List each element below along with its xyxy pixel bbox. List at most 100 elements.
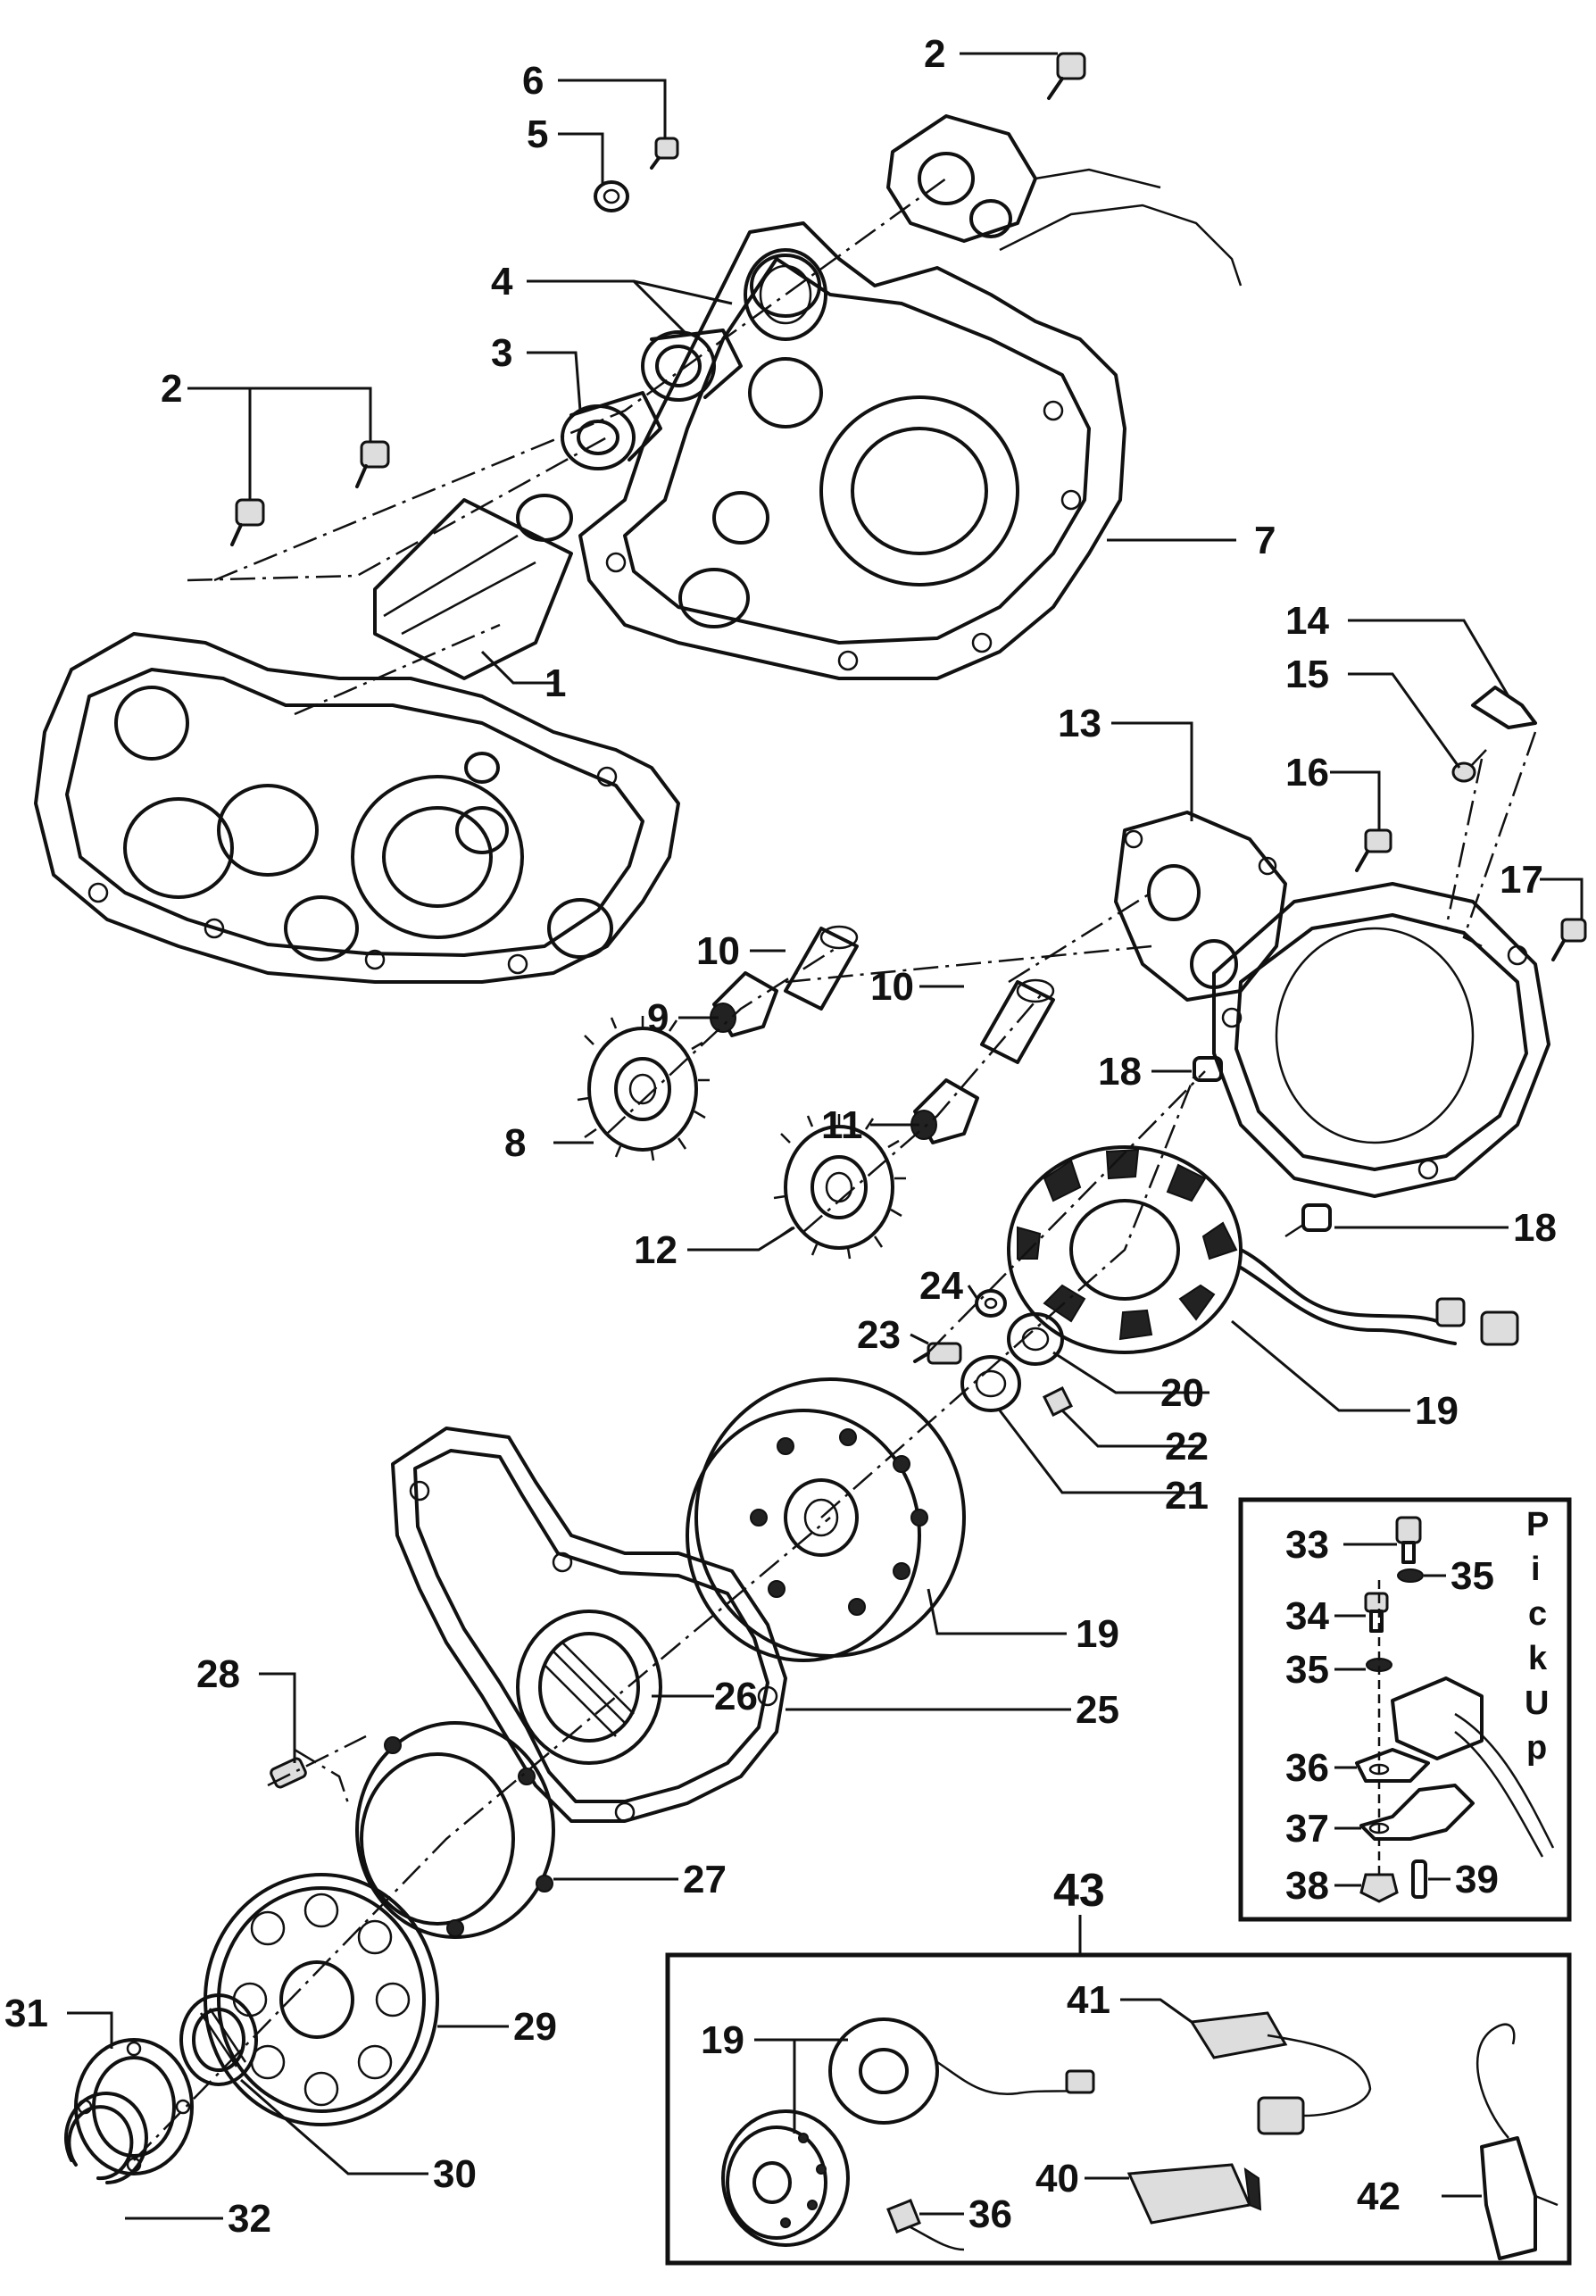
- label-30: 30: [433, 2152, 477, 2196]
- label-34: 34: [1285, 1594, 1329, 1638]
- pickup-letter: U: [1525, 1685, 1549, 1722]
- label-35-top: 35: [1451, 1554, 1494, 1598]
- screw-28: [270, 1757, 307, 1789]
- label-10-right: 10: [870, 965, 914, 1009]
- screw-17: [1551, 918, 1587, 961]
- label-29: 29: [513, 2005, 557, 2049]
- circlip-32: [64, 2092, 148, 2184]
- label-32: 32: [228, 2197, 271, 2241]
- screw-16: [1355, 828, 1392, 872]
- label-5: 5: [527, 112, 548, 156]
- kit-stator: [828, 2017, 1095, 2125]
- label-12: 12: [634, 1228, 677, 1272]
- label-40: 40: [1035, 2157, 1079, 2200]
- pickup-nut-38: [1359, 1873, 1399, 1903]
- label-17: 17: [1500, 858, 1543, 902]
- needle-bearing-11: [910, 1078, 979, 1144]
- screw-2-pair: [230, 440, 390, 546]
- part-labels: 2 6 5 4 3 2 7 1 14 15 13 16 17 10 10 9 1…: [4, 32, 1557, 2241]
- kit-pickup-36: [886, 2199, 965, 2251]
- pickup-letter: P: [1526, 1506, 1549, 1543]
- label-2-left: 2: [161, 367, 182, 411]
- flywheel-rotor-19: [686, 1377, 966, 1662]
- pickup-screw-33: [1395, 1516, 1422, 1564]
- pickup-dowel-39: [1411, 1859, 1427, 1899]
- label-13: 13: [1058, 702, 1101, 745]
- stator-19: [1007, 1145, 1519, 1354]
- shaft-10-right: [980, 978, 1055, 1064]
- label-43: 43: [1053, 1865, 1105, 1917]
- bearing-4: [641, 254, 821, 402]
- label-38: 38: [1285, 1864, 1329, 1908]
- bearing-26: [516, 1610, 662, 1765]
- pickup-detail-box: [1238, 1497, 1572, 1922]
- label-3: 3: [491, 331, 512, 375]
- gasket-25: [391, 1427, 787, 1823]
- crankcase-right-half: [578, 204, 1243, 680]
- label-8: 8: [504, 1121, 526, 1165]
- leader-lines: [67, 52, 1584, 2220]
- pickup-letter: i: [1531, 1551, 1541, 1588]
- label-7: 7: [1254, 519, 1276, 562]
- label-6: 6: [522, 59, 544, 103]
- label-37: 37: [1285, 1807, 1329, 1851]
- label-25: 25: [1076, 1688, 1119, 1732]
- assembly-centerlines: [133, 177, 1537, 2161]
- label-11: 11: [821, 1103, 863, 1147]
- label-23: 23: [857, 1313, 901, 1357]
- pickup-bracket-36: [1355, 1748, 1430, 1783]
- label-42: 42: [1357, 2175, 1401, 2218]
- gear-8: [577, 1016, 710, 1161]
- label-10-left: 10: [696, 929, 740, 973]
- label-41: 41: [1067, 1978, 1110, 2022]
- plug-6: [650, 137, 679, 170]
- screw-2-top: [1047, 52, 1086, 100]
- needle-bearing-30: [179, 1993, 258, 2086]
- pickup-letter: c: [1528, 1595, 1547, 1633]
- cable-clip-14: [1471, 686, 1537, 729]
- label-19-kit: 19: [701, 2018, 744, 2062]
- label-28: 28: [196, 1652, 240, 1696]
- kit-box-43: [665, 1952, 1572, 2266]
- kit-cdi-40: [1126, 2163, 1262, 2225]
- washer-24: [975, 1289, 1007, 1318]
- label-22: 22: [1165, 1425, 1209, 1468]
- pickup-washer-35-top: [1397, 1568, 1424, 1583]
- crankcase-left-half: [34, 632, 680, 984]
- washer-21: [960, 1355, 1021, 1412]
- label-24: 24: [919, 1264, 963, 1308]
- label-26: 26: [714, 1675, 758, 1718]
- ignition-cover: [1212, 882, 1550, 1198]
- pickup-sensor-body: [1391, 1676, 1555, 1858]
- pickup-letter: p: [1526, 1729, 1547, 1767]
- label-27: 27: [683, 1858, 727, 1901]
- label-18-lower: 18: [1513, 1206, 1557, 1250]
- kit-ignition-coil-42: [1476, 2023, 1559, 2260]
- label-16: 16: [1285, 751, 1329, 794]
- kit-regulator-41: [1189, 2011, 1372, 2135]
- needle-bearing-9: [710, 971, 778, 1037]
- shaft-10-left: [784, 925, 859, 1011]
- key-22: [1042, 1385, 1074, 1418]
- pickup-screw-34: [1364, 1592, 1389, 1633]
- top-bearing-cover: [886, 114, 1161, 243]
- bearing-cover-13: [1114, 811, 1287, 1002]
- label-18-upper: 18: [1098, 1050, 1142, 1094]
- label-36-pickup: 36: [1285, 1746, 1329, 1790]
- dowel-18-lower: [1284, 1203, 1332, 1238]
- label-35: 35: [1285, 1648, 1329, 1692]
- label-15: 15: [1285, 653, 1329, 696]
- label-31: 31: [4, 1992, 48, 2035]
- starter-motor: [373, 494, 573, 680]
- housing-27: [355, 1721, 555, 1939]
- nut-20: [1007, 1312, 1064, 1366]
- washer-5: [594, 180, 629, 212]
- label-14: 14: [1285, 599, 1329, 643]
- label-2-top: 2: [924, 32, 945, 76]
- label-1: 1: [544, 661, 566, 705]
- label-20: 20: [1160, 1371, 1204, 1415]
- label-36-kit: 36: [968, 2192, 1012, 2236]
- label-39: 39: [1455, 1858, 1499, 1901]
- pickup-vertical-text: P i c k U p: [1525, 1506, 1549, 1767]
